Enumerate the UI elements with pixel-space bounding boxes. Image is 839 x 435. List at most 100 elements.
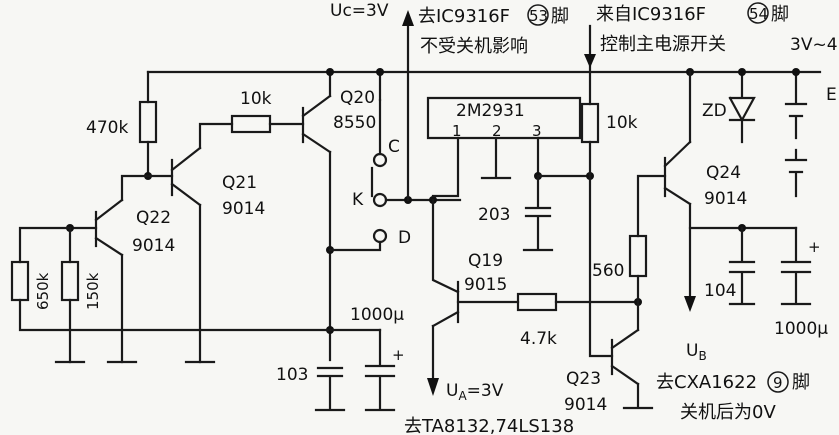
label-q21-type: 9014: [222, 199, 265, 219]
label-c203: 203: [478, 205, 510, 225]
junction-dot: [326, 68, 334, 76]
label-zd: ZD: [702, 101, 727, 121]
arrow-up-icon: [402, 10, 414, 26]
label-ic-p3: 3: [532, 122, 542, 140]
note-top-left: 去IC9316F: [418, 6, 510, 27]
ub-symbol: U: [686, 341, 698, 361]
label-470k: 470k: [86, 118, 128, 138]
label-q22: Q22: [136, 208, 171, 228]
wire-q22-collector: [120, 174, 150, 202]
label-c1000u-a: 1000μ: [350, 305, 404, 325]
capacitor-1000u-a: [364, 328, 396, 412]
capacitor-1000u-b: [780, 226, 812, 306]
label-q24: Q24: [706, 163, 741, 183]
label-650k: 650k: [34, 272, 52, 310]
switch-contact-d: [372, 228, 388, 244]
label-150k: 150k: [84, 272, 102, 310]
label-supply: 3V~4: [790, 35, 838, 55]
switch-contact-c: [372, 152, 388, 168]
note-ub-pin: 9: [773, 374, 783, 392]
ub-subscript: B: [698, 349, 706, 363]
label-switch-c: C: [388, 137, 400, 157]
ua-subscript: A: [458, 389, 467, 403]
note-top-right-2: 控制主电源开关: [600, 34, 726, 55]
label-switch-d: D: [398, 228, 411, 248]
wire-10k-b-bottom: [588, 140, 614, 358]
resistor-650k: [10, 260, 30, 302]
pin-circle: [747, 2, 769, 24]
ua-symbol: U: [446, 381, 458, 401]
label-q23-type: 9014: [564, 395, 607, 415]
label-ic: 2M2931: [456, 101, 525, 121]
pin-circle: [767, 371, 789, 393]
note-top-right: 来自IC9316F: [596, 4, 706, 25]
resistor-470k: [138, 100, 158, 144]
q24-transistor: [663, 140, 692, 206]
junction-dot: [738, 68, 746, 76]
label-q22-type: 9014: [132, 236, 175, 256]
label-ub: UB: [686, 341, 707, 363]
resistor-4k7: [516, 292, 558, 312]
ua-value: =3V: [467, 381, 504, 401]
arrow-down-icon: [584, 54, 596, 68]
junction-dot: [376, 68, 384, 76]
ic-2m2931: [426, 96, 582, 140]
note-ub: 去CXA1622: [656, 372, 757, 393]
note-ub-tail: 脚: [792, 372, 810, 393]
wire-switch-d: [328, 240, 382, 252]
label-c104: 104: [704, 281, 736, 301]
label-c103: 103: [276, 365, 308, 385]
zener-diode: [728, 70, 756, 144]
label-560: 560: [592, 261, 624, 281]
label-4k7: 4.7k: [520, 329, 557, 349]
q19-collector-lead: [431, 310, 460, 328]
battery-symbol: [784, 70, 808, 198]
plus-sign: +: [392, 346, 405, 364]
wire-bottom-common: [18, 298, 332, 332]
note-bottom: 去TA8132,74LS138: [404, 416, 574, 435]
label-q20: Q20: [340, 88, 375, 108]
note-top-right-tail: 脚: [771, 4, 789, 25]
note-top-left-2: 不受关机影响: [420, 36, 528, 57]
label-c1000u-b: 1000μ: [774, 319, 828, 339]
arrow-down-icon: [427, 378, 439, 396]
q21-transistor: [170, 146, 202, 207]
label-q24-type: 9014: [704, 189, 747, 209]
wire-ic-pin2-ground: [480, 136, 512, 180]
wire-ic-pin1: [431, 136, 460, 198]
label-switch-k: K: [352, 190, 364, 210]
label-ua: UA=3V: [446, 381, 504, 403]
wire-q21-collector: [198, 122, 234, 150]
capacitor-104: [728, 226, 756, 306]
resistor-150k: [60, 260, 80, 302]
wire-q24-base: [636, 174, 667, 238]
label-uc: Uc=3V: [330, 1, 389, 21]
q20-transistor: [301, 94, 332, 154]
label-ic-p2: 2: [492, 122, 502, 140]
q23-transistor: [610, 328, 640, 386]
label-q23: Q23: [566, 369, 601, 389]
arrow-down-icon: [684, 296, 696, 312]
note-top-left-pin: 53: [529, 7, 548, 25]
wire-q19-emitter: [431, 198, 460, 294]
label-10k-b: 10k: [606, 113, 638, 133]
junction-dot: [792, 68, 800, 76]
label-10k-a: 10k: [240, 89, 272, 109]
label-q20-type: 8550: [333, 113, 376, 133]
q22-transistor: [94, 198, 124, 257]
label-q19-type: 9015: [464, 275, 507, 295]
wire-650k-top: [18, 226, 72, 264]
wire-q23-emitter-ground: [622, 382, 654, 410]
capacitor-103: [314, 366, 346, 412]
label-supply-e: E: [826, 85, 837, 105]
note-top-left-tail: 脚: [551, 6, 569, 27]
label-ic-p1: 1: [452, 122, 462, 140]
pin-circle: [527, 4, 549, 26]
capacitor-203: [522, 174, 554, 252]
switch-contact-k: [372, 192, 388, 208]
label-q21: Q21: [222, 173, 257, 193]
resistor-560: [628, 234, 648, 278]
label-q19: Q19: [468, 251, 503, 271]
